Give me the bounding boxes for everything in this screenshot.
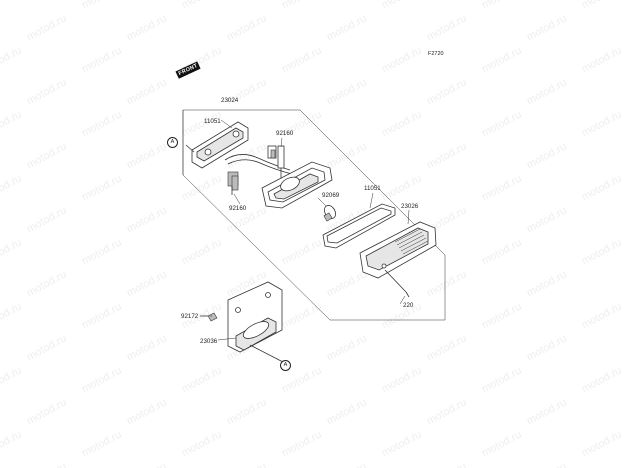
part-label-92172: 92172 [181,313,199,320]
tail-lens [359,221,437,279]
part-label-92069: 92069 [322,192,340,199]
part-label-11051-gasket: 11051 [364,185,381,192]
part-label-23024: 23024 [221,97,239,104]
lens-gasket [322,203,396,249]
mounting-clip [200,312,218,322]
part-label-11051-bracket: 11051 [204,118,221,125]
part-label-23036: 23036 [200,338,218,345]
callout-a-lower: A [280,360,291,371]
bulb-socket-wiring [224,145,293,195]
bolt-upper [277,145,285,178]
bulb [323,205,336,222]
figure-code: F2720 [428,51,444,57]
callout-a-upper: A [167,137,178,148]
part-label-23026: 23026 [401,203,419,210]
part-label-92160-upper: 92160 [276,130,294,137]
lower-bracket [227,281,284,363]
mounting-bracket [185,121,249,169]
leader-lines [210,119,410,341]
lamp-housing [261,161,333,209]
part-label-220: 220 [403,302,414,309]
part-label-92160-lower: 92160 [229,205,247,212]
lens-screw [384,269,410,298]
